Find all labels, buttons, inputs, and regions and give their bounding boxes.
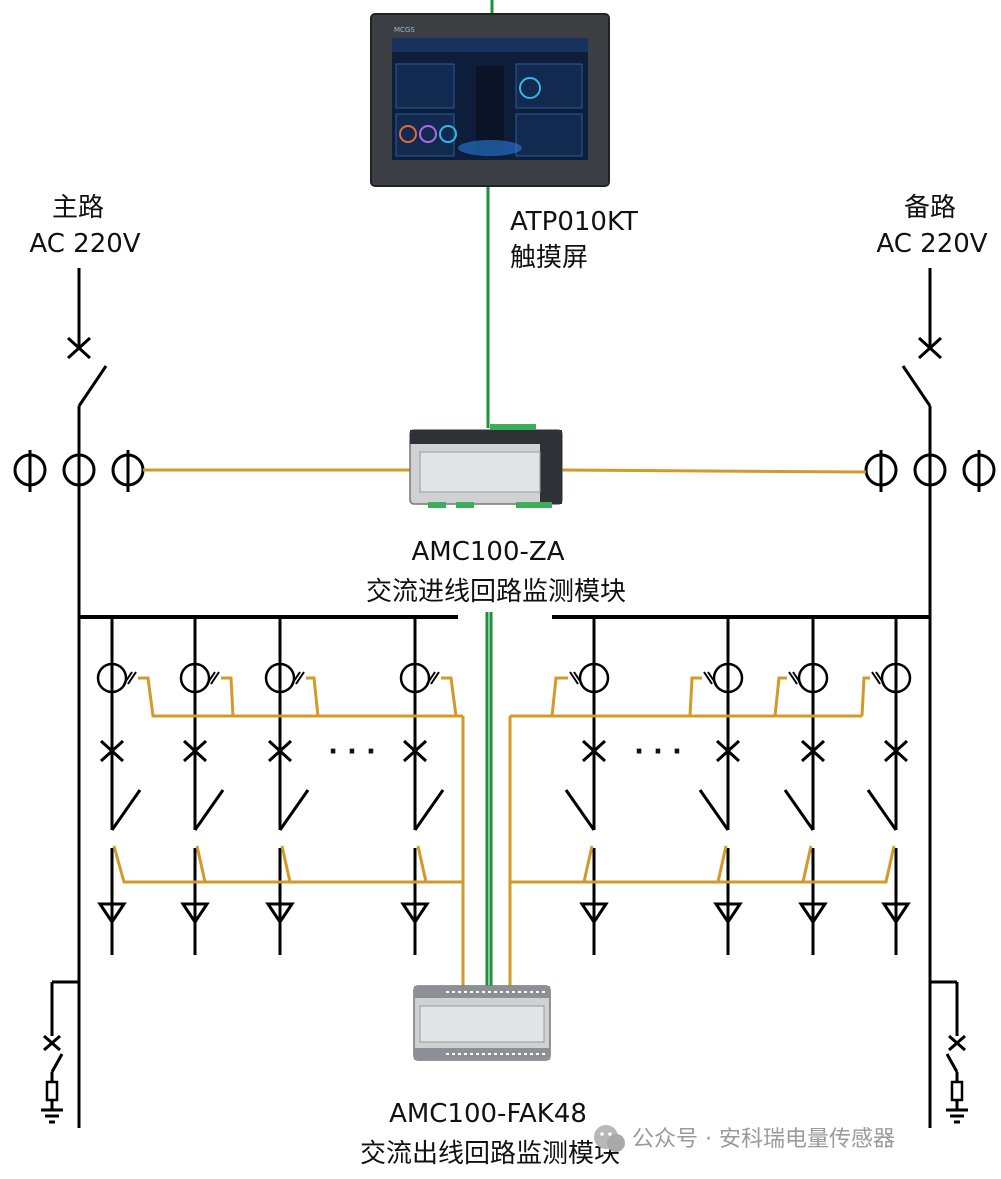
touchscreen-name: 触摸屏 xyxy=(510,243,588,273)
amc100-za-device xyxy=(409,424,563,508)
touchscreen-brand: MCGS xyxy=(394,26,415,34)
incoming-module-model: AMC100-ZA xyxy=(412,537,565,567)
main-source-voltage: AC 220V xyxy=(29,229,140,259)
touchscreen-device: MCGS xyxy=(370,13,610,187)
outgoing-module-name: 交流出线回路监测模块 xyxy=(360,1139,620,1169)
right-feeder-cts xyxy=(568,662,912,694)
amc100-fak48-device xyxy=(413,985,551,1061)
main-source-label: 主路 xyxy=(52,193,104,223)
right-feeders xyxy=(564,617,911,955)
incoming-module-name: 交流进线回路监测模块 xyxy=(366,577,626,607)
main-incoming-line xyxy=(13,268,458,1128)
outgoing-module-model: AMC100-FAK48 xyxy=(389,1099,587,1129)
comm-bus xyxy=(485,0,494,988)
left-ellipsis: · · · xyxy=(328,737,376,767)
touchscreen-model: ATP010KT xyxy=(510,207,638,237)
right-ellipsis: · · · xyxy=(634,737,682,767)
incoming-signal-wires xyxy=(143,468,867,474)
watermark-text: 公众号 · 安科瑞电量传感器 xyxy=(632,1127,895,1152)
left-feeders xyxy=(97,617,445,955)
backup-source-voltage: AC 220V xyxy=(876,229,987,259)
outgoing-signal-wires xyxy=(112,676,896,988)
backup-incoming-line xyxy=(552,268,996,1128)
wechat-icon xyxy=(594,1125,625,1152)
backup-source-label: 备路 xyxy=(904,193,956,223)
